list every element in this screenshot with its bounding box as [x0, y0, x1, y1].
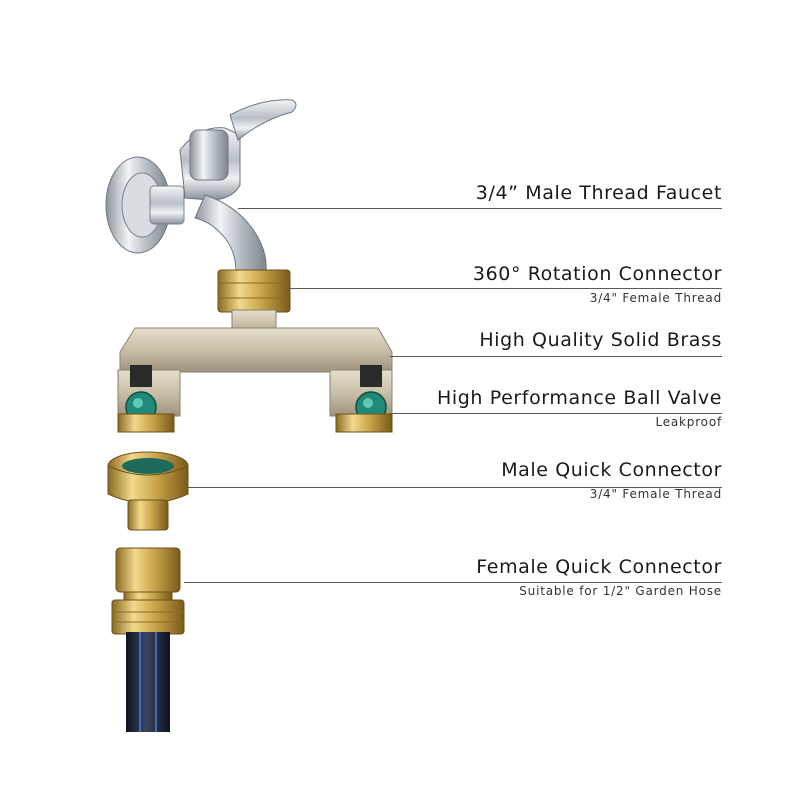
callout-title: High Performance Ball Valve [436, 387, 722, 409]
brass-splitter-body [117, 309, 393, 417]
leader-line-faucet [238, 208, 722, 209]
ball-valve-right [335, 365, 393, 433]
leader-line-brass [390, 356, 722, 357]
faucet [179, 99, 297, 273]
callout-title: High Quality Solid Brass [479, 329, 722, 351]
leader-line-female [184, 582, 722, 583]
callout-subtitle: 3/4" Female Thread [589, 487, 722, 501]
rotation-connector [217, 269, 291, 313]
callout-female-quick-connector: Female Quick Connector Suitable for 1/2"… [476, 556, 722, 598]
female-quick-connector [111, 547, 185, 635]
callout-subtitle: Suitable for 1/2" Garden Hose [519, 584, 722, 598]
callout-male-quick-connector: Male Quick Connector 3/4" Female Thread [501, 459, 722, 501]
callout-faucet: 3/4” Male Thread Faucet [476, 182, 722, 204]
male-quick-connector [107, 451, 189, 531]
ball-valve-left [117, 365, 175, 433]
callout-title: 3/4” Male Thread Faucet [475, 182, 722, 204]
callout-rotation-connector: 360° Rotation Connector 3/4" Female Thre… [473, 263, 722, 305]
leader-line-valve [390, 413, 722, 414]
garden-hose [126, 632, 170, 732]
leader-line-rotation [288, 288, 722, 289]
callout-subtitle: Leakproof [655, 415, 722, 429]
callout-subtitle: 3/4" Female Thread [589, 291, 722, 305]
callout-solid-brass: High Quality Solid Brass [479, 329, 722, 351]
wall-flange [105, 156, 185, 254]
callout-title: 360° Rotation Connector [472, 263, 722, 285]
leader-line-male [188, 487, 722, 488]
callout-title: Female Quick Connector [476, 556, 722, 578]
callout-title: Male Quick Connector [501, 459, 722, 481]
callout-ball-valve: High Performance Ball Valve Leakproof [437, 387, 722, 429]
